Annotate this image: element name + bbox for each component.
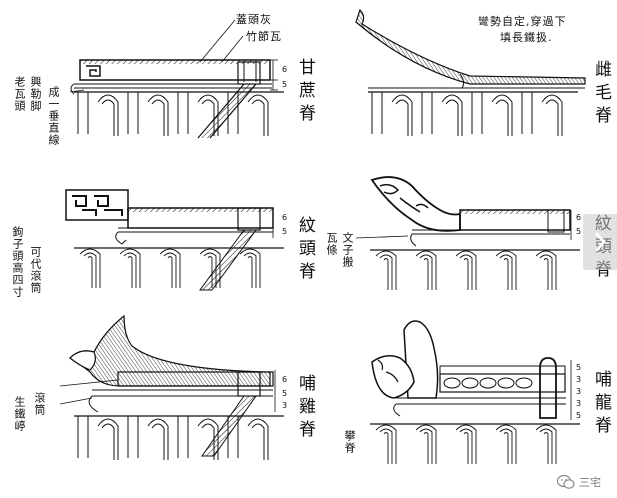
panel-bulong-ridge (369, 320, 581, 465)
title-bulong: 哺龍脊 (591, 370, 611, 439)
dim-p5-c: 3 (282, 401, 288, 410)
label-lao-watou: 老瓦頭 (13, 76, 26, 112)
dim-p6-a: 5 (576, 363, 582, 372)
dim-p6-c: 3 (576, 387, 582, 396)
panel-cimao-ridge (355, 8, 586, 137)
panel-buji-ridge (59, 314, 285, 461)
next-image-button[interactable] (583, 214, 617, 270)
dim-p5-a: 6 (282, 375, 288, 384)
wechat-icon (557, 474, 575, 489)
dim-p6-d: 3 (576, 399, 582, 408)
dim-p1-a: 6 (282, 65, 288, 74)
label-wanshi-note1: 彎勢自定,穿過下 (478, 15, 567, 28)
label-gaitou-hui: 蓋頭灰 (236, 13, 272, 26)
dim-p3-a: 6 (282, 213, 288, 222)
label-gouzitou: 鉤子頭高四寸 (11, 226, 24, 298)
label-panji: 攀脊 (343, 430, 356, 454)
dim-p6-e: 5 (576, 411, 582, 420)
label-gun-tong: 滾筒 (33, 392, 46, 416)
label-wenzi-ban: 文子搬 (341, 232, 354, 268)
dim-p6-b: 3 (576, 375, 582, 384)
dim-p3-b: 5 (282, 227, 288, 236)
label-xing-lejiao: 興勒脚 (29, 76, 42, 112)
label-watiao: 瓦條 (325, 232, 338, 256)
panel-wentou-ridge-left (65, 189, 285, 291)
title-buji: 哺雞脊 (295, 374, 315, 443)
panel-wentou-ridge-right (355, 176, 581, 291)
chevron-right-icon (595, 232, 606, 252)
label-kedai-guntong: 可代滾筒 (29, 246, 42, 294)
dim-p1-b: 5 (282, 80, 288, 89)
panel-ganzhe-ridge (69, 19, 285, 139)
label-zhujie-wa: 竹節瓦 (246, 30, 282, 43)
label-chengyi-chuizhixian: 成一垂直線 (47, 86, 60, 146)
label-wanshi-note2: 填長鐵扱. (500, 31, 553, 44)
label-shengtie-jiao: 生鐵嵉 (13, 396, 26, 432)
title-wentou-left: 紋頭脊 (295, 216, 315, 285)
watermark-text: 三宅 (579, 476, 601, 489)
dim-p5-b: 5 (282, 389, 288, 398)
dim-p4-b: 5 (576, 227, 582, 236)
title-ganzhe: 甘蔗脊 (295, 58, 315, 127)
dim-p4-a: 6 (576, 213, 582, 222)
title-cimao: 雌毛脊 (591, 60, 611, 129)
watermark: 三宅 (557, 474, 601, 490)
